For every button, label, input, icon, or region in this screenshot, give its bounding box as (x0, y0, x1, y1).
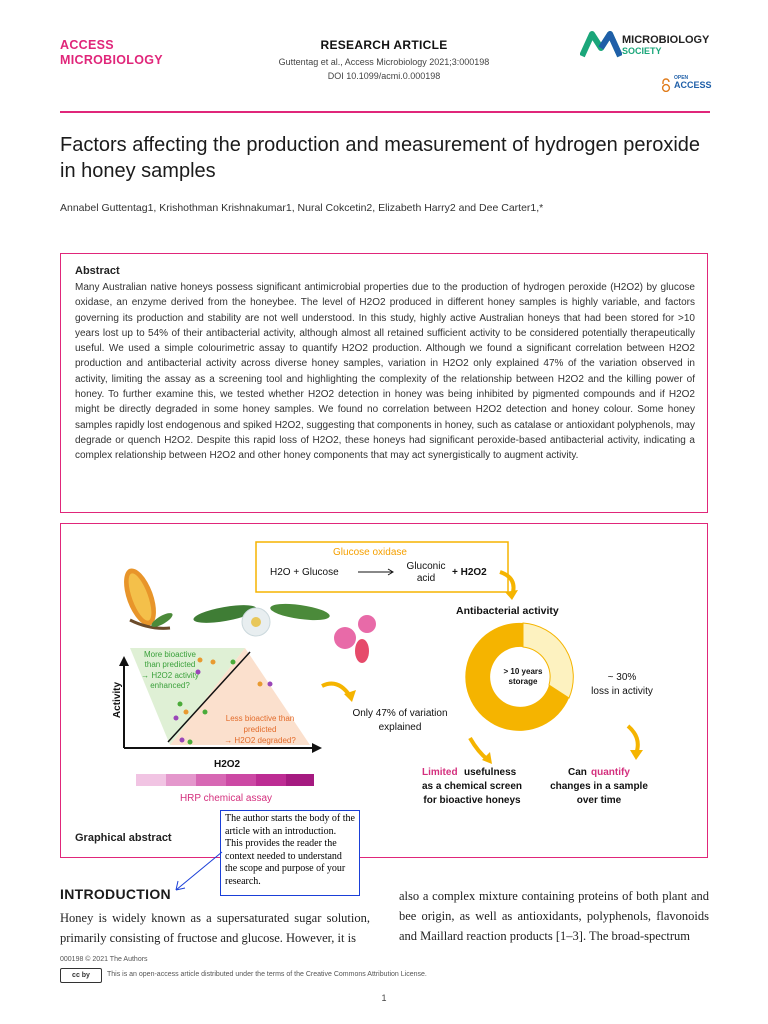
journal-name-line2: MICROBIOLOGY (60, 53, 163, 67)
arrowhead-icon (505, 590, 518, 600)
more-bioactive-line2: than predicted (145, 660, 196, 669)
limited-rest: usefulness (464, 767, 517, 778)
annotation-callout: The author starts the body of the articl… (220, 810, 360, 896)
access-label: ACCESS (674, 80, 712, 90)
arrowhead-icon (482, 752, 492, 764)
introduction-column-2: also a complex mixture containing protei… (399, 889, 709, 943)
arrowhead-icon (344, 690, 356, 702)
license-statement: This is an open-access article distribut… (107, 971, 427, 978)
reaction-reactants: H2O + Glucose (270, 567, 339, 578)
citation-line: Guttentag et al., Access Microbiology 20… (278, 57, 490, 67)
author-list: Annabel Guttentag1, Krishothman Krishnak… (60, 202, 544, 214)
introduction-column-1: Honey is widely known as a supersaturate… (60, 911, 370, 945)
data-point (177, 701, 183, 707)
abstract-heading: Abstract (75, 265, 120, 277)
header-divider (60, 111, 710, 113)
page-number: 1 (381, 993, 387, 1003)
data-points (173, 657, 273, 745)
cc-license-badge-icon: cc by (60, 968, 102, 983)
graphical-abstract-label: Graphical abstract (75, 832, 172, 844)
reaction-arrowhead-icon (387, 568, 394, 576)
quantify-line3: over time (577, 795, 622, 806)
limited-line2: as a chemical screen (422, 781, 522, 792)
abstract-text: Many Australian native honeys possess si… (75, 282, 695, 462)
x-axis-label: H2O2 (214, 759, 241, 770)
reaction-product-line1: Gluconic (407, 561, 446, 572)
y-axis-arrow-icon (119, 656, 129, 666)
introduction-heading: INTRODUCTION (60, 886, 171, 902)
banksia-flower-icon (124, 568, 173, 630)
limited-word: Limited (422, 767, 458, 778)
data-point (183, 709, 189, 715)
open-label: OPEN (674, 75, 689, 81)
curved-arrow-icon (626, 724, 640, 755)
data-point (267, 681, 273, 687)
reaction-product-line2: acid (417, 573, 435, 584)
quantify-can: Can (568, 767, 587, 778)
journal-name-line1: ACCESS (60, 38, 114, 52)
variation-line1: Only 47% of variation (352, 708, 447, 719)
data-point (257, 681, 263, 687)
journal-name: ACCESS MICROBIOLOGY (60, 38, 163, 68)
reaction-product-h2o2: + H2O2 (452, 567, 487, 578)
more-bioactive-line4: enhanced? (150, 681, 190, 690)
less-bioactive-region (170, 648, 310, 745)
antibacterial-label: Antibacterial activity (456, 605, 559, 617)
data-point (195, 669, 201, 675)
data-point (197, 657, 203, 663)
quantify-line2: changes in a sample (550, 781, 648, 792)
article-type: RESEARCH ARTICLE (320, 38, 448, 52)
storage-line2: storage (509, 677, 538, 686)
arrowhead-icon (630, 750, 643, 760)
microbiology-society-logo-icon (580, 31, 622, 58)
data-point (230, 659, 236, 665)
doi-link[interactable]: DOI 10.1099/acmi.0.000198 (327, 71, 441, 81)
more-bioactive-line1: More bioactive (144, 650, 197, 659)
less-bioactive-line3: → H2O2 degraded? (224, 736, 296, 745)
society-name: MICROBIOLOGY (622, 34, 710, 46)
article-id-copyright: 000198 © 2021 The Authors (60, 956, 148, 963)
quantify-word: quantify (591, 767, 630, 778)
data-point (202, 709, 208, 715)
y-axis-label: Activity (112, 682, 123, 719)
x-axis-arrow-icon (312, 743, 322, 753)
activity-donut-chart (465, 622, 574, 731)
less-bioactive-line2: predicted (244, 725, 277, 734)
more-bioactive-line3: → H2O2 activity (141, 671, 199, 680)
variation-line2: explained (379, 722, 422, 733)
regression-line (167, 651, 251, 743)
citation: Guttentag et al., Access Microbiology 20… (0, 55, 768, 83)
article-title: Factors affecting the production and mea… (60, 134, 701, 182)
hrp-color-scale (136, 774, 314, 786)
more-bioactive-region (130, 648, 245, 745)
enzyme-label: Glucose oxidase (333, 547, 407, 558)
limited-line3: for bioactive honeys (423, 795, 521, 806)
loss-line1: ~ 30% (608, 672, 637, 683)
storage-line1: > 10 years (504, 667, 543, 676)
reaction-box (255, 541, 509, 593)
data-point (187, 739, 193, 745)
open-access-lock-icon (661, 78, 671, 92)
less-bioactive-line1: Less bioactive than (226, 714, 295, 723)
society-subname: SOCIETY (622, 46, 662, 56)
data-point (179, 737, 185, 743)
loss-line2: loss in activity (591, 686, 653, 697)
hrp-assay-label: HRP chemical assay (180, 793, 272, 804)
data-point (210, 659, 216, 665)
abstract-box (60, 253, 708, 513)
eucalyptus-flower-icon (193, 603, 376, 663)
graphical-abstract-box (60, 523, 708, 858)
data-point (173, 715, 179, 721)
